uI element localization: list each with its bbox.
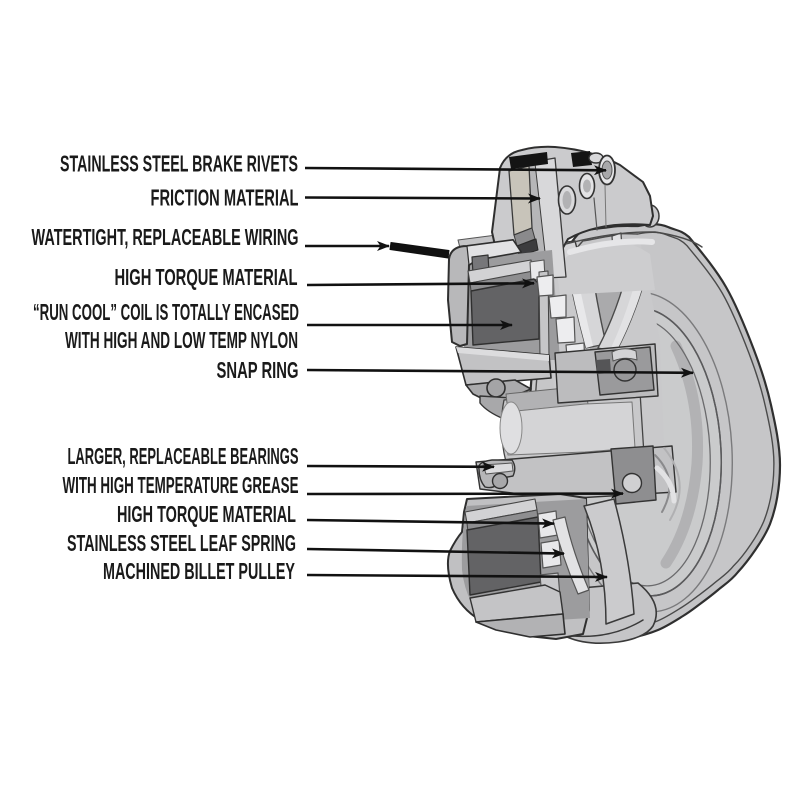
svg-text:STAINLESS STEEL BRAKE RIVETS: STAINLESS STEEL BRAKE RIVETS [60,151,298,177]
svg-text:LARGER, REPLACEABLE BEARINGS: LARGER, REPLACEABLE BEARINGS [68,443,299,469]
svg-text:MACHINED BILLET PULLEY: MACHINED BILLET PULLEY [103,558,295,584]
svg-text:HIGH TORQUE MATERIAL: HIGH TORQUE MATERIAL [117,501,296,527]
svg-text:WITH HIGH AND LOW TEMP NYLON: WITH HIGH AND LOW TEMP NYLON [65,327,298,353]
svg-text:SNAP RING: SNAP RING [217,357,299,383]
svg-text:HIGH TORQUE MATERIAL: HIGH TORQUE MATERIAL [115,264,298,290]
svg-text:FRICTION MATERIAL: FRICTION MATERIAL [151,185,299,211]
svg-text:WITH HIGH TEMPERATURE GREASE: WITH HIGH TEMPERATURE GREASE [63,472,299,498]
svg-text:“RUN COOL” COIL IS TOTALLY ENC: “RUN COOL” COIL IS TOTALLY ENCASED [33,299,299,325]
svg-text:STAINLESS STEEL LEAF SPRING: STAINLESS STEEL LEAF SPRING [67,530,296,556]
svg-text:WATERTIGHT, REPLACEABLE WIRING: WATERTIGHT, REPLACEABLE WIRING [32,224,299,250]
